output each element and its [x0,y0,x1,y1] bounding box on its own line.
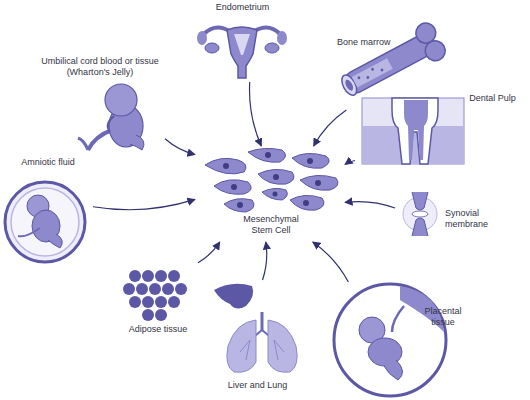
node-label: Umbilical cord blood or tissue (Wharton'… [35,56,165,78]
node-label: Synovial membrane [445,208,505,230]
flow-arrow [345,202,395,208]
uterus-illustration [197,27,287,78]
flow-arrow [313,242,349,282]
source-node: Endometrium [190,2,295,82]
source-node: Dental Pulp [355,88,520,168]
source-node: Adipose tissue [118,262,198,340]
node-label: Placental tissue [418,306,468,328]
source-node: Umbilical cord blood or tissue (Wharton'… [35,56,165,153]
flow-arrow [314,110,347,146]
flow-arrow [250,82,262,146]
flow-arrow [165,139,195,155]
stem-cell-cluster [205,148,338,212]
flow-arrow [198,242,220,263]
node-label: Bone marrow [337,37,399,48]
source-node: Mesenchymal Stem Cell [195,146,345,242]
node-label: Amniotic fluid [3,157,93,168]
fetus-illustration [78,84,144,150]
flow-arrow [345,161,355,165]
node-label: Endometrium [190,2,295,13]
amniotic-sac-illustration [5,182,85,262]
node-label: Liver and Lung [205,380,310,391]
flow-arrow [93,199,195,209]
flow-arrow [263,242,267,280]
synovial-joint-illustration [403,192,437,236]
source-node: Liver and Lung [205,280,310,396]
source-node: Placental tissue [330,282,470,398]
node-label: Dental Pulp [465,93,520,104]
placenta-illustration [334,284,446,396]
node-label: Mesenchymal Stem Cell [235,214,307,236]
source-node: Amniotic fluid [3,155,93,265]
liver-lung-illustration [214,284,297,373]
source-node: Synovial membrane [395,186,520,244]
source-node: Bone marrow [325,25,445,110]
adipose-cells-illustration [123,270,187,321]
bone-illustration [335,20,449,106]
node-label: Adipose tissue [118,324,198,335]
tooth-illustration [362,98,464,164]
